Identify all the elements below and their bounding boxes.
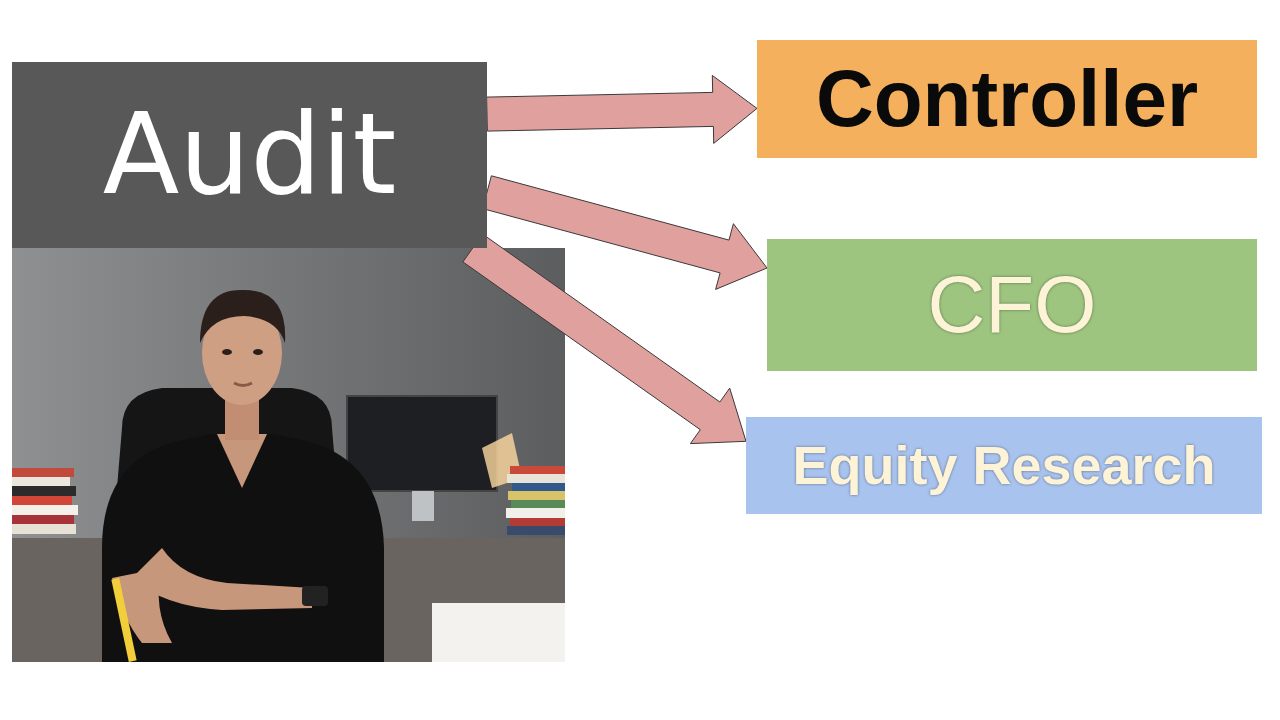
block-arrow xyxy=(487,75,757,143)
career-box: CFO xyxy=(767,239,1257,371)
node-label: Audit xyxy=(103,93,397,216)
source-box: Audit xyxy=(12,62,487,248)
node-label: CFO xyxy=(928,261,1097,349)
career-box: Controller xyxy=(757,40,1257,158)
node-label: Equity Research xyxy=(792,436,1215,495)
block-arrow xyxy=(463,234,746,444)
presenter-photo xyxy=(12,248,565,662)
node-label: Controller xyxy=(816,55,1198,143)
career-box: Equity Research xyxy=(746,417,1262,514)
